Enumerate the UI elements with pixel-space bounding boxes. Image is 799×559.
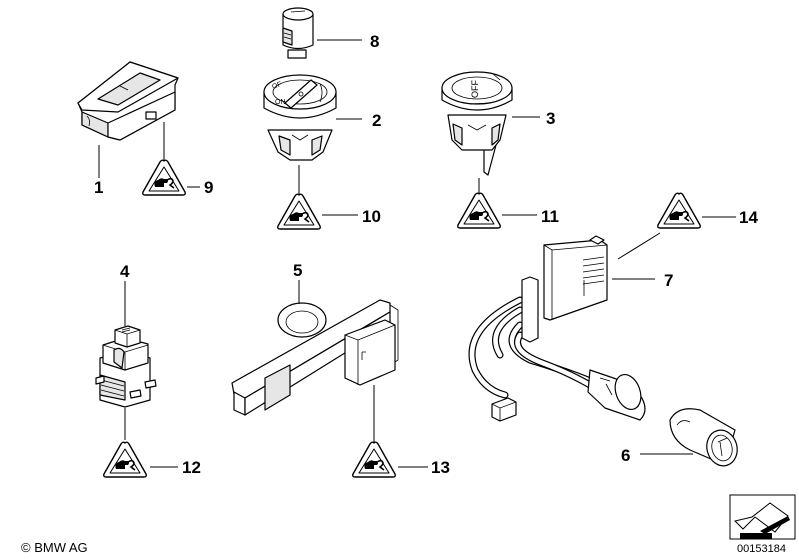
callout-6: 6 [621,446,630,465]
switch2-on-marking: ON [275,99,286,106]
callout-12: 12 [182,458,201,477]
arrow-lower-left-icon [729,494,796,540]
copyright-text: © BMW AG [21,540,88,555]
esd-warning-icon-12 [102,441,148,478]
callout-9: 9 [204,178,213,197]
callout-2: 2 [372,111,381,130]
esd-warning-icon-14 [656,192,702,229]
callout-4: 4 [120,262,130,281]
part-5-switch-bar [231,299,399,416]
part-4-push-button [95,325,157,408]
esd-warning-icon-11 [456,192,502,229]
callout-11: 11 [541,207,559,226]
esd-warning-icon-10 [276,193,322,230]
callout-10: 10 [362,207,381,226]
part-8-switch-cap [282,7,314,59]
callout-13: 13 [431,458,450,477]
callout-1: 1 [94,178,103,197]
part-3-push-switch: OFF [441,71,513,176]
callout-7: 7 [664,271,673,290]
esd-warning-icon-13 [351,441,397,478]
part-6-socket-insert [669,408,738,467]
part-1-rocker-switch [77,61,179,141]
switch2-off-marking: OF [271,81,283,91]
leader-part7-esd [617,232,661,260]
part-2-rotary-switch: OF ON [263,74,337,161]
callout-8: 8 [370,32,379,51]
callout-5: 5 [293,261,302,280]
callout-14: 14 [739,208,758,227]
switch3-off-marking: OFF [470,80,480,98]
callout-3: 3 [546,109,555,128]
document-number: 00153184 [737,543,786,555]
part-7-wiring-harness [468,235,646,422]
esd-warning-icon-9 [141,159,187,196]
